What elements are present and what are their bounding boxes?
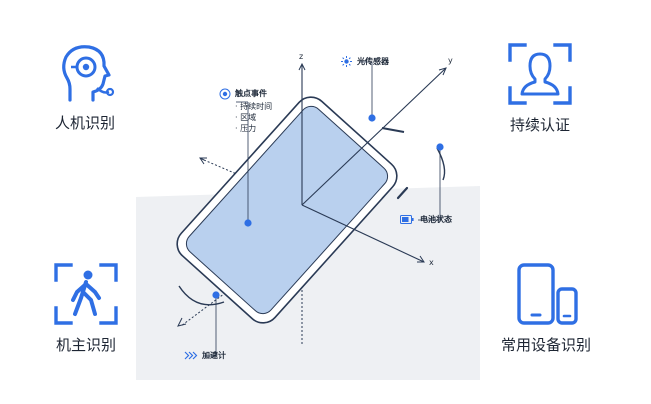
touch-item-pressure: · 压力	[235, 124, 257, 133]
battery-status-label: 电池状态	[420, 215, 452, 224]
feature-continuous-auth: 持续认证	[485, 42, 595, 135]
feature-label: 机主识别	[55, 336, 116, 354]
face-scan-icon	[508, 43, 572, 105]
feature-label: 人机识别	[54, 114, 115, 132]
touch-item-duration: · 持续时间	[235, 102, 273, 111]
axis-y-label: y	[448, 56, 453, 65]
battery-icon	[400, 215, 414, 224]
feature-common-device: 常用设备识别	[482, 262, 610, 355]
axis-x-label: x	[429, 258, 434, 267]
human-machine-head-icon	[62, 45, 115, 102]
phone-illustration	[136, 61, 480, 380]
light-sensor-label: 光传感器	[357, 57, 389, 66]
accelerometer-label: 加速计	[202, 351, 226, 360]
feature-label: 持续认证	[509, 116, 570, 134]
phone-tablet-icon	[517, 263, 578, 325]
touch-item-area: · 区域	[235, 113, 257, 122]
feature-owner-recognition: 机主识别	[38, 262, 134, 355]
phone-body	[176, 96, 398, 324]
feature-label: 常用设备识别	[500, 336, 591, 354]
sun-icon	[341, 56, 352, 67]
speed-arrows-icon	[184, 351, 198, 360]
touch-point-icon	[219, 88, 231, 100]
walking-person-scan-icon	[54, 263, 118, 325]
feature-human-machine: 人机识别	[40, 42, 130, 133]
phone-sensor-diagram: z y x 光传感器 触点事件 · 持续时间 · 区域 · 压力 电池状态 加速…	[136, 40, 480, 380]
touch-event-title: 触点事件	[235, 89, 267, 98]
axis-z-label: z	[299, 52, 304, 61]
